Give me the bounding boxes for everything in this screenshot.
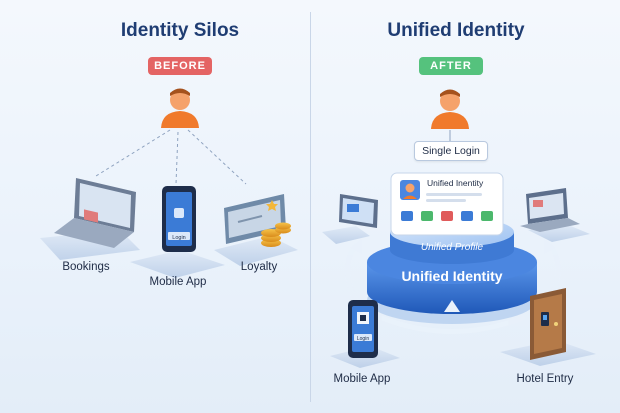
laptop-icon-right-right <box>520 188 590 242</box>
profile-card-title: Unified Inentity <box>427 178 484 188</box>
laptop-icon-right-left <box>322 194 378 244</box>
profile-card <box>390 172 504 236</box>
bookings-label: Bookings <box>62 261 110 273</box>
mobile-app-label-left: Mobile App <box>149 276 207 288</box>
person-icon-left <box>161 88 199 128</box>
after-badge: AFTER <box>419 57 483 75</box>
dashed-connectors <box>95 129 247 185</box>
phone-login-text-left: Login <box>172 235 185 241</box>
unified-profile-label: Unified Profile <box>420 242 484 253</box>
arrow-heads <box>350 238 556 312</box>
phone-login-text-right: Login <box>357 336 369 342</box>
loyalty-label: Loyalty <box>240 261 278 273</box>
phone-icon-right <box>330 300 400 368</box>
left-title: Identity Silos <box>120 20 240 41</box>
section-divider <box>310 12 311 402</box>
before-badge: BEFORE <box>148 57 212 75</box>
hotel-entry-label: Hotel Entry <box>516 373 574 385</box>
single-login-box[interactable]: Single Login <box>414 141 488 161</box>
right-title: Unified Identity <box>387 20 525 41</box>
identity-platform <box>367 217 537 324</box>
phone-icon-left <box>130 186 225 278</box>
unified-identity-platform-label: Unified Identity <box>401 268 503 284</box>
loyalty-card-icon <box>214 194 298 266</box>
hotel-door-icon <box>500 288 596 366</box>
laptop-icon <box>40 178 140 260</box>
person-icon-right <box>431 89 469 129</box>
mobile-app-label-right: Mobile App <box>333 373 391 385</box>
single-login-label: Single Login <box>422 145 480 157</box>
